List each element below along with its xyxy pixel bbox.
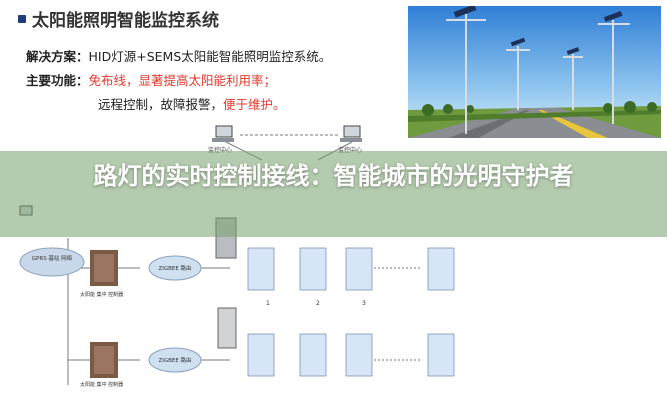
lamp-number-2: 2 [316,300,320,307]
features-line2-dark: 远程控制，故障报警， [98,97,224,112]
features-line-2: 远程控制，故障报警，便于维护。 [98,94,286,113]
street-lamp-panel-7 [345,333,373,377]
controller-label-1: 太阳能 集中 控制器 [80,291,123,298]
street-lamp-panel-5 [247,333,275,377]
zigbee-cloud-1 [148,255,202,281]
features-red-text: 免布线，显著提高太阳能利用率； [88,73,277,88]
solution-text: HID灯源+SEMS太阳能智能照明监控系统。 [88,49,332,64]
street-lamp-panel-3 [345,247,373,291]
slide-title-row: 太阳能照明智能监控系统 [18,6,219,31]
street-lamp-panel-8 [427,333,455,377]
title-banner [0,151,667,237]
features-label: 主要功能： [26,73,89,88]
features-line2-red: 便于维护。 [223,97,286,112]
network-diagram: 监控中心 监控中心 GPRS 基站 网络 太阳能 集中 控制器 太阳能 集中 控… [19,125,455,388]
controller-label-2: 太阳能 集中 控制器 [80,381,123,388]
title-bullet-icon [18,14,26,23]
street-lamp-panel-1 [247,247,275,291]
street-lamp-panel-6 [299,333,327,377]
zigbee-label-1: ZIGBEE 路由 [158,264,191,272]
controller-box-1 [90,250,118,286]
monitor-label-left: 监控中心 [208,146,232,154]
monitor-label-right: 监控中心 [338,146,362,154]
street-lamp-panel-4 [427,247,455,291]
zigbee-cloud-2 [148,347,202,373]
lamp-number-1: 1 [266,300,270,307]
monitor-computer-icon-1 [212,125,234,142]
solution-line: 解决方案：HID灯源+SEMS太阳能智能照明监控系统。 [26,46,331,65]
street-lamp-panel-2 [299,247,327,291]
monitor-computer-icon-2 [340,125,362,142]
controller-box-2 [90,342,118,378]
features-line: 主要功能：免布线，显著提高太阳能利用率； [26,70,276,89]
solution-label: 解决方案： [26,49,89,64]
router-device-2 [217,307,237,349]
zigbee-label-2: ZIGBEE 路由 [158,356,191,364]
base-station-cloud [19,247,85,277]
street-light-photo [408,6,661,138]
banner-title: 路灯的实时控制接线：智能城市的光明守护者 [93,162,574,190]
lamp-number-3: 3 [362,300,366,307]
base-station-label: GPRS 基站 网络 [32,254,73,262]
slide-title: 太阳能照明智能监控系统 [32,11,219,31]
